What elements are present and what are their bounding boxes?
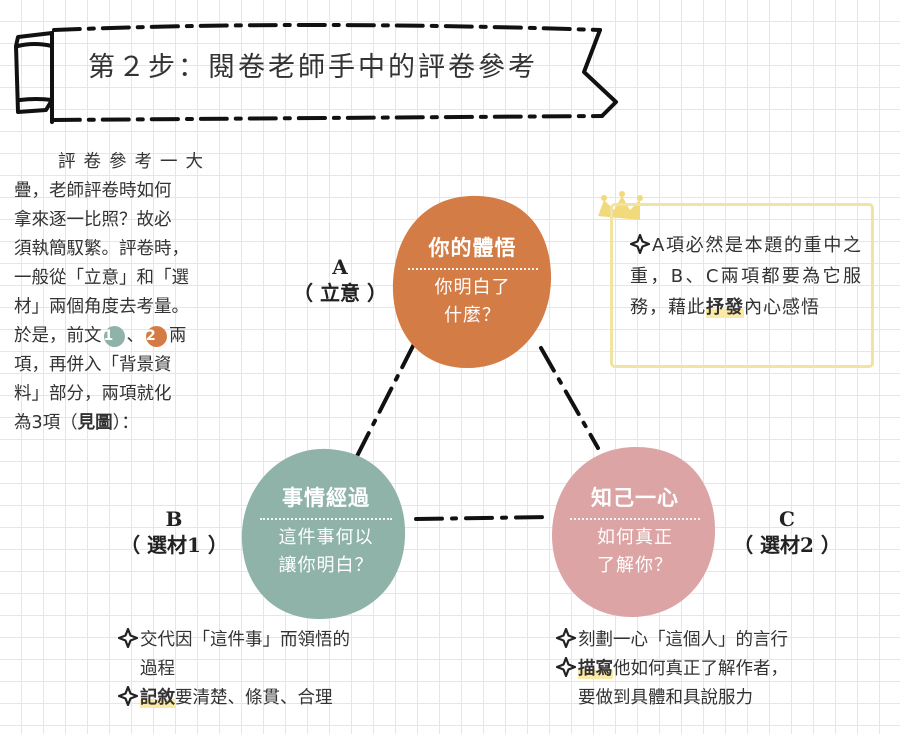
intro-line: 評卷參考一大 <box>58 152 211 172</box>
intro-line: 須執簡馭繁。評卷時， <box>14 239 189 259</box>
list-item: 交代因「這件事」而領悟的 <box>118 626 428 655</box>
node-a-letter: A <box>332 255 348 279</box>
node-c-subtitle: 了解你？ <box>597 555 673 576</box>
note-text: 他如何真正了解作者， <box>613 659 788 679</box>
node-c-subtitle: 如何真正 <box>597 527 673 548</box>
note-text: 過程 <box>140 659 175 679</box>
node-c-caption: （ 選材2 ） <box>733 533 841 557</box>
intro-line: 為3項（見圖）： <box>14 409 226 438</box>
notes-c: 刻劃一心「這個人」的言行 描寫他如何真正了解作者， 要做到具體和具說服力 <box>556 626 886 713</box>
node-a-title: 你的體悟 <box>428 236 517 260</box>
sparkle-bullet-icon <box>118 628 138 648</box>
number-badge-2: 2 <box>146 325 167 347</box>
dotted-divider <box>570 518 700 520</box>
intro-text: 、 <box>126 326 145 346</box>
connector-b-c <box>414 515 550 521</box>
note-text: 交代因「這件事」而領悟的 <box>140 630 350 650</box>
node-b-label: B （ 選材1 ） <box>116 506 232 558</box>
connector-a-c <box>539 346 600 450</box>
callout-text-part: A項必然是本題的重中之重，B、C兩項都要為它服務，藉此 <box>630 235 862 318</box>
list-item: 記敘要清楚、條貫、合理 <box>118 684 428 713</box>
node-a-caption: （ 立意 ） <box>293 281 387 305</box>
sparkle-bullet-icon <box>556 628 576 648</box>
sparkle-bullet-icon <box>556 657 576 677</box>
callout-text: A項必然是本題的重中之重，B、C兩項都要為它服務，藉此抒發內心感悟 <box>630 230 862 323</box>
callout-highlight: 抒發 <box>706 297 744 318</box>
node-b-title: 事情經過 <box>282 486 370 510</box>
node-a: 你的體悟 你明白了 什麼？ <box>400 234 545 330</box>
page-title: 第２步：閱卷老師手中的評卷參考 <box>88 52 538 83</box>
intro-line: 料」部分，兩項就化 <box>14 384 172 404</box>
node-a-subtitle: 什麼？ <box>444 305 501 326</box>
note-text: 要清楚、條貫、合理 <box>175 688 333 708</box>
node-b-subtitle: 讓你明白？ <box>278 555 374 576</box>
node-c-title: 知己一心 <box>591 486 679 510</box>
number-badge-1: 1 <box>103 325 125 347</box>
connector-a-b <box>350 342 416 468</box>
callout-box <box>610 203 874 368</box>
node-b: 事情經過 這件事何以 讓你明白？ <box>252 484 400 580</box>
node-b-caption: （ 選材1 ） <box>120 533 228 557</box>
intro-text: 為3項（ <box>14 413 78 433</box>
intro-text-bold: 見圖 <box>77 413 113 433</box>
intro-line: 拿來逐一比照？故必 <box>14 210 172 230</box>
note-text: 刻劃一心「這個人」的言行 <box>578 630 788 650</box>
dotted-divider <box>260 518 392 520</box>
sparkle-bullet-icon <box>118 686 138 706</box>
notes-b: 交代因「這件事」而領悟的 過程 記敘要清楚、條貫、合理 <box>118 626 428 713</box>
sparkle-bullet-icon <box>630 234 650 254</box>
intro-text: ）： <box>112 413 139 433</box>
node-b-letter: B <box>165 507 183 531</box>
intro-paragraph: 評卷參考一大 疊，老師評卷時如何 拿來逐一比照？故必 須執簡馭繁。評卷時， 一般… <box>14 148 226 438</box>
intro-line: 一般從「立意」和「選 <box>14 268 189 288</box>
node-b-subtitle: 這件事何以 <box>278 527 374 548</box>
note-highlight: 記敘 <box>140 688 175 708</box>
intro-line: 材」兩個角度去考量。 <box>14 297 189 317</box>
note-text: 要做到具體和具說服力 <box>578 688 753 708</box>
intro-line: 疊，老師評卷時如何 <box>14 181 172 201</box>
dotted-divider <box>407 268 538 270</box>
intro-text: 兩 <box>169 326 187 346</box>
callout-text-part: 內心感悟 <box>744 297 820 318</box>
node-c-label: C （ 選材2 ） <box>722 506 852 558</box>
node-a-subtitle: 你明白了 <box>434 277 511 298</box>
title-banner <box>14 23 618 124</box>
intro-line: 項，再併入「背景資 <box>14 355 172 375</box>
node-c: 知己一心 如何真正 了解你？ <box>562 484 708 580</box>
node-c-letter: C <box>779 507 795 531</box>
list-item: 刻劃一心「這個人」的言行 <box>556 626 886 655</box>
list-item: 描寫他如何真正了解作者， <box>556 655 886 684</box>
intro-text: 於是，前文 <box>14 326 102 346</box>
note-highlight: 描寫 <box>578 659 613 679</box>
node-a-label: A （ 立意 ） <box>290 254 390 306</box>
